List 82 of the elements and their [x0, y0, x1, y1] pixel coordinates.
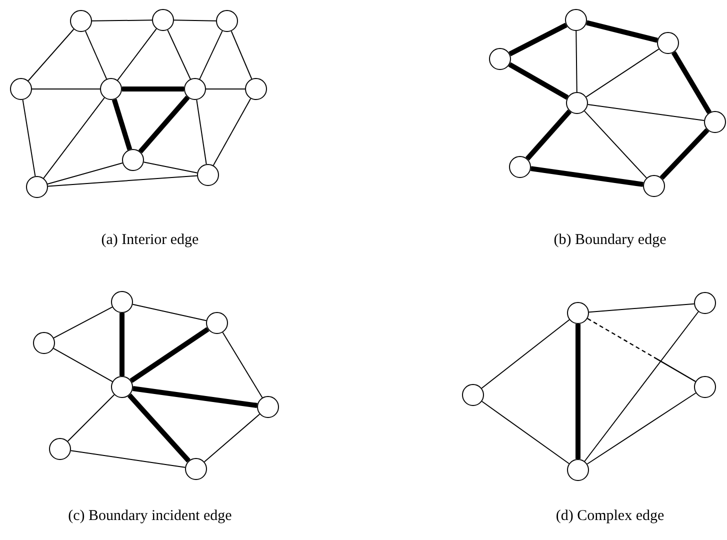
- edge-line: [576, 30, 578, 92]
- edge-line: [92, 20, 152, 22]
- vertex-circle: [152, 9, 174, 31]
- edge-line: [196, 99, 207, 165]
- edge-line: [212, 98, 252, 166]
- vertex-circle: [694, 376, 716, 398]
- edge-line: [584, 110, 648, 178]
- vertex-circle: [122, 149, 144, 171]
- edge-line: [47, 175, 198, 187]
- figure-caption: (a) Interior edge: [101, 232, 199, 249]
- vertex-circle: [566, 92, 588, 114]
- thick-edge: [660, 128, 710, 180]
- thick-edge: [120, 313, 124, 376]
- vertex-circle: [565, 9, 587, 31]
- thick-edge: [122, 86, 184, 92]
- edge-line: [230, 30, 252, 80]
- edge-line: [32, 88, 100, 90]
- edge-line: [586, 48, 660, 98]
- vertex-circle: [462, 384, 484, 406]
- vertex-circle: [567, 459, 589, 481]
- thick-edge: [112, 98, 132, 150]
- vertex-circle: [489, 48, 511, 70]
- vertex-circle: [245, 78, 267, 100]
- figure-caption: (d) Complex edge: [556, 508, 664, 525]
- figure-caption: (c) Boundary incident edge: [68, 508, 232, 525]
- edge-line: [481, 319, 570, 389]
- edge-line: [199, 30, 223, 80]
- vertex-circle: [185, 458, 207, 480]
- thick-edge: [508, 22, 568, 56]
- thick-edge: [671, 51, 712, 114]
- thick-edge: [508, 62, 569, 100]
- vertex-circle: [509, 156, 531, 178]
- edge-line: [167, 29, 191, 80]
- edge-line: [70, 450, 186, 468]
- edge-line: [22, 99, 36, 177]
- edge-line: [84, 30, 108, 80]
- thick-edge: [138, 96, 190, 154]
- edge-line: [174, 20, 216, 22]
- vertex-circle: [206, 312, 228, 334]
- vertex-circle: [257, 396, 279, 418]
- vertex-circle: [643, 175, 665, 197]
- thick-edge: [130, 327, 210, 383]
- edge-line: [584, 311, 699, 462]
- vertex-circle: [49, 438, 71, 460]
- edge-line: [586, 392, 696, 464]
- thick-edge: [576, 324, 580, 459]
- figure-caption: (b) Boundary edge: [554, 232, 666, 249]
- edge-line: [67, 394, 115, 442]
- edge-line: [132, 304, 207, 322]
- edge-line: [206, 88, 246, 90]
- edge-line: [143, 162, 198, 174]
- vertex-circle: [567, 302, 589, 324]
- vertex-circle: [111, 291, 133, 313]
- edge-line: [47, 162, 123, 185]
- vertex-circle: [184, 78, 206, 100]
- edge-line: [117, 28, 157, 81]
- thick-edge: [132, 386, 258, 408]
- vertex-circle: [70, 10, 92, 32]
- vertex-circle: [216, 10, 238, 32]
- edge-line: [588, 303, 695, 313]
- thick-edge: [530, 166, 644, 187]
- vertex-circle: [694, 292, 716, 314]
- vertex-circle: [26, 176, 48, 198]
- vertex-circle: [111, 376, 133, 398]
- vertex-circle: [100, 78, 122, 100]
- edge-line: [481, 400, 570, 464]
- thick-edge: [586, 20, 658, 43]
- thick-edge: [525, 110, 572, 160]
- edge-line: [53, 306, 113, 338]
- edge-line: [587, 104, 705, 121]
- thick-edge: [128, 394, 190, 462]
- edge-line: [222, 332, 263, 398]
- vertex-circle: [197, 164, 219, 186]
- vertex-circle: [704, 111, 726, 133]
- dashed-edge: [587, 318, 696, 382]
- vertex-circle: [10, 78, 32, 100]
- edge-line: [204, 414, 260, 462]
- edge-line: [43, 97, 105, 179]
- edge-line: [53, 348, 113, 382]
- edge-line: [28, 28, 74, 82]
- vertex-circle: [657, 32, 679, 54]
- vertex-circle: [33, 332, 55, 354]
